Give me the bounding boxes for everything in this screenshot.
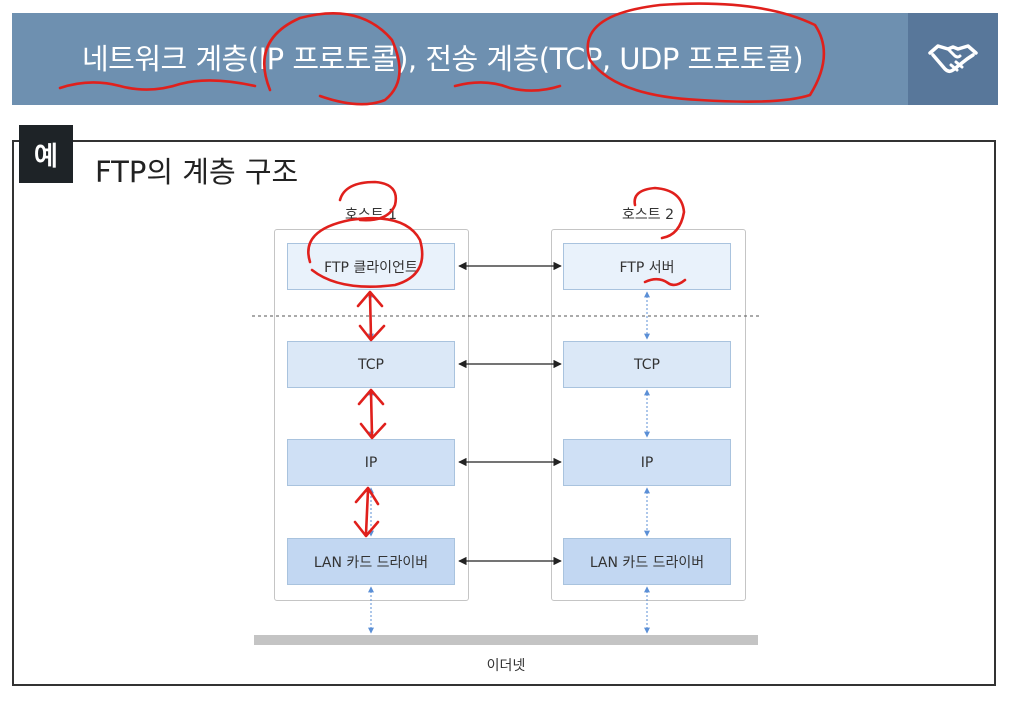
slide-title: 네트워크 계층(IP 프로토콜), 전송 계층(TCP, UDP 프로토콜)	[82, 42, 804, 76]
ethernet-label: 이더넷	[486, 658, 526, 674]
example-title: FTP의 계층 구조	[95, 155, 299, 189]
header-icon-box	[908, 13, 998, 105]
handshake-icon	[928, 44, 978, 74]
host2-tcp: TCP	[563, 341, 731, 388]
host2-label: 호스트 2	[622, 207, 674, 223]
host1-label: 호스트 1	[345, 207, 397, 223]
example-frame	[12, 140, 996, 686]
slide-header: 네트워크 계층(IP 프로토콜), 전송 계층(TCP, UDP 프로토콜)	[12, 13, 998, 105]
host1-ip: IP	[287, 439, 455, 486]
host2-ip: IP	[563, 439, 731, 486]
example-badge: 예	[19, 125, 73, 183]
host1-ftp-client: FTP 클라이언트	[287, 243, 455, 290]
host2-ftp-server: FTP 서버	[563, 243, 731, 290]
host2-lan-driver: LAN 카드 드라이버	[563, 538, 731, 585]
ethernet-bar	[254, 635, 758, 645]
host1-tcp: TCP	[287, 341, 455, 388]
host1-lan-driver: LAN 카드 드라이버	[287, 538, 455, 585]
